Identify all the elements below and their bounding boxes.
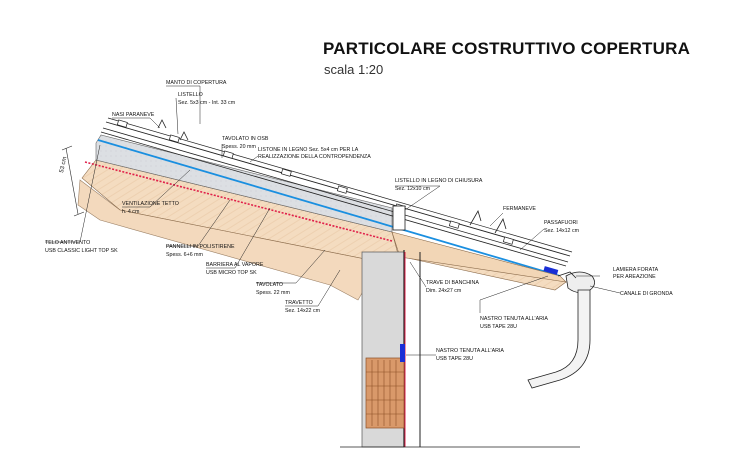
dim-53-tick-bot xyxy=(73,211,85,217)
label-nastro-2-sub: USB TAPE 28U xyxy=(436,356,473,362)
label-manto: MANTO DI COPERTURA xyxy=(166,80,227,86)
label-listello-sez: Sez. 5x3 cm - Int. 33 cm xyxy=(178,100,236,106)
label-tavolato: TAVOLATO xyxy=(256,282,283,288)
label-travetto-sez: Sez. 14x22 cm xyxy=(285,308,321,314)
label-trave: TRAVE DI BANCHINA xyxy=(426,280,479,286)
dim-53-label: 53 cm xyxy=(59,156,68,173)
label-nastro-1-sub: USB TAPE 28U xyxy=(480,324,517,330)
dim-53-tick-top xyxy=(61,145,73,151)
downpipe xyxy=(527,289,591,389)
overhang-rafter xyxy=(391,231,567,283)
label-pannelli-sp: Spess. 6+6 mm xyxy=(166,252,204,258)
label-trave-dim: Dim. 24x27 cm xyxy=(426,288,462,294)
label-fermaneve: FERMANEVE xyxy=(503,206,536,212)
perforated-sheet xyxy=(557,271,577,279)
rafter-lower xyxy=(77,179,381,301)
label-passafuori: PASSAFUORI xyxy=(544,220,578,226)
roof-covering-top xyxy=(107,117,573,253)
label-listello: LISTELLO xyxy=(178,92,203,98)
snow-guards xyxy=(157,119,507,234)
label-chiusura: LISTELLO IN LEGNO DI CHIUSURA xyxy=(395,178,483,184)
label-ventilazione-h: h. 4 cm xyxy=(122,209,140,215)
bearing-beam xyxy=(365,357,405,429)
bearing-beam-grain xyxy=(366,360,404,426)
label-listone-1: LISTONE IN LEGNO Sez. 5x4 cm PER LA xyxy=(258,147,359,153)
label-travetto: TRAVETTO xyxy=(285,300,313,306)
osb-board xyxy=(100,131,567,267)
label-osb: TAVOLATO IN OSB xyxy=(222,136,269,142)
annotation-labels: MANTO DI COPERTURA LISTELLO Sez. 5x3 cm … xyxy=(45,80,673,362)
osb-board-top xyxy=(102,127,569,263)
label-pannelli: PANNELLI IN POLISTIRENE xyxy=(166,244,235,250)
label-listone-2: REALIZZAZIONE DELLA CONTROPENDENZA xyxy=(258,154,371,160)
label-lamiera-2: PER AREAZIONE xyxy=(613,274,656,280)
closure-batten xyxy=(392,205,406,231)
label-lamiera-1: LAMIERA FORATA xyxy=(613,267,659,273)
leader-lines xyxy=(45,85,621,356)
air-tape-upper xyxy=(543,266,559,275)
air-tape-lower xyxy=(400,344,405,362)
label-ventilazione: VENTILAZIONE TETTO xyxy=(122,201,179,207)
gutter xyxy=(565,271,595,293)
dim-53-line xyxy=(65,147,79,215)
label-canale: CANALE DI GRONDA xyxy=(620,291,673,297)
label-chiusura-sez: Sez. 12x10 cm xyxy=(395,186,431,192)
label-telo: TELO ANTIVENTO xyxy=(45,240,90,246)
label-passafuori-sez: Sez. 14x12 cm xyxy=(544,228,580,234)
label-nastro-1: NASTRO TENUTA ALL'ARIA xyxy=(480,316,548,322)
wind-membrane-line xyxy=(97,139,561,277)
label-telo-sub: USB CLASSIC LIGHT TOP SK xyxy=(45,248,118,254)
label-barriera-sub: USB MICRO TOP SK xyxy=(206,270,257,276)
label-nasi: NASI PARANEVE xyxy=(112,112,155,118)
label-nastro-2: NASTRO TENUTA ALL'ARIA xyxy=(436,348,504,354)
label-osb-sp: Spess. 20 mm xyxy=(222,144,256,150)
label-barriera: BARRIERA AL VAPORE xyxy=(206,262,264,268)
vapor-barrier-line xyxy=(84,161,393,242)
drawing-scale: scala 1:20 xyxy=(324,62,384,77)
drawing-title: PARTICOLARE COSTRUTTIVO COPERTURA xyxy=(323,39,691,58)
label-tavolato-sp: Spess. 22 mm xyxy=(256,290,290,296)
